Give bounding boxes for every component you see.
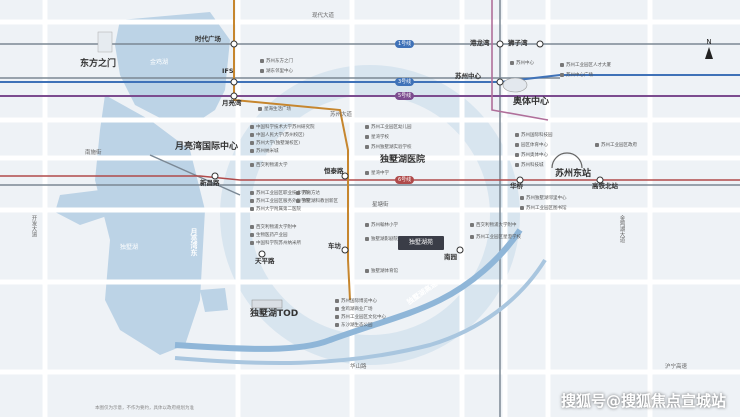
station-shizi: 狮子湾 <box>508 39 528 47</box>
poi-38: 苏州独墅湖邻里中心 <box>520 195 567 201</box>
metro-line-blue <box>0 74 740 83</box>
poi-26: 东沙湖生态公园 <box>335 322 373 328</box>
place-yuehu-center: 月亮湾国际中心 <box>175 142 239 152</box>
place-dongfang: 东方之门 <box>80 59 117 69</box>
poi-3: 苏州大学(独墅湖校区) <box>250 140 300 146</box>
poi-17: 星湾中学 <box>365 170 389 176</box>
road-jinji: 金鸡湖大道 <box>618 215 625 243</box>
river <box>174 228 523 352</box>
poi-14: 苏州工业园区幼儿园 <box>365 124 412 130</box>
poi-15: 星湾学校 <box>365 134 389 140</box>
poi-21: 西交利物浦大学附中 <box>470 222 517 228</box>
poi-9: 西交利物浦大学附中 <box>250 224 297 230</box>
watermark: 搜狐号@搜狐焦点宣城站 <box>560 392 726 410</box>
station-chezhan: 车坊 <box>328 242 341 250</box>
poi-31: 园区体育中心 <box>515 142 548 148</box>
dongfang-tower <box>97 31 113 53</box>
stadium-shape <box>502 77 528 93</box>
poi-19: 独墅湖影剧院 <box>365 236 398 242</box>
suzhoudong-shape <box>551 152 583 169</box>
poi-18: 苏州翰林小学 <box>365 222 398 228</box>
poi-36: 苏州工业园区政府 <box>595 142 637 148</box>
station-ifs: IFS <box>222 67 234 75</box>
tod-building <box>251 299 283 309</box>
poi-8: 苏州大学附属第二医院 <box>250 206 301 212</box>
line-tag-5: 5号线 <box>395 92 415 100</box>
poi-11: 中国科学院苏州纳米所 <box>250 240 301 246</box>
poi-1: 中国科学技术大学苏州研究院 <box>250 124 315 130</box>
station-shidai: 时代广场 <box>195 35 221 43</box>
road-xingtang: 星塘街 <box>372 202 389 208</box>
line-tag-6: 6号线 <box>395 176 415 184</box>
poi-30: 苏州国际科技园 <box>515 132 553 138</box>
poi-7: 苏州工业园区服务外包学院 <box>250 198 310 204</box>
station-ganglong: 港龙湾 <box>470 39 490 47</box>
north-arrow-icon <box>705 47 713 59</box>
road-huashan: 华山路 <box>350 364 367 370</box>
compass: N <box>700 38 718 64</box>
poi-37: 苏州中心 <box>510 60 534 66</box>
poi-20: 独墅湖体育馆 <box>365 268 398 274</box>
poi-39: 苏州工业园区图书馆 <box>520 205 567 211</box>
metro-line-red <box>0 175 740 181</box>
station-huaqiao: 华桥 <box>510 182 523 190</box>
poi-4: 苏州纳米城 <box>250 148 279 154</box>
station-xindong: 新昌路 <box>200 179 220 187</box>
road-suzhou: 苏州大道 <box>330 112 353 118</box>
poi-33: 苏州科技城 <box>515 162 544 168</box>
poi-24: 金鸡湖商业广场 <box>335 306 373 312</box>
station-nanyuan: 南园 <box>444 253 457 261</box>
road-yuehu: 月亮湾东 <box>190 228 198 256</box>
poi-2: 中国人民大学(苏州校区) <box>250 132 305 138</box>
poi-32: 苏州奥体中心 <box>515 152 548 158</box>
poi-28: 湖东邻里中心 <box>260 68 293 74</box>
place-dushu-lake: 独墅湖 <box>120 244 139 251</box>
footnote: 本图仅为示意，不作为要约，具体以政府规划为准 <box>95 406 194 411</box>
metro-line-pink <box>491 0 549 121</box>
poi-35: 苏州中心广场 <box>560 72 593 78</box>
poi-5: 西交利物浦大学 <box>250 162 288 168</box>
poi-25: 苏州工业园区文化中心 <box>335 314 386 320</box>
place-jinji-lake: 金鸡湖 <box>150 59 169 66</box>
poi-16: 苏州独墅湖实验学校 <box>365 144 412 150</box>
place-dushu-hospital: 独墅湖医院 <box>380 155 426 165</box>
project-badge: 独墅湖苑 <box>398 236 444 250</box>
station-huanghe: 恒泰路 <box>324 167 344 175</box>
station-tiantai: 天平路 <box>255 257 275 265</box>
poi-10: 生物医药产业园 <box>250 232 288 238</box>
place-suzhoudong: 苏州东站 <box>555 169 592 179</box>
dushu-lake <box>95 95 205 355</box>
poi-34: 苏州工业园区人才大厦 <box>560 62 611 68</box>
road-huxia: 沪宁高速 <box>665 364 688 370</box>
station-suzhouz: 苏州中心 <box>455 72 481 80</box>
poi-13: 独墅湖科教创新区 <box>296 198 338 204</box>
poi-23: 苏州国际博览中心 <box>335 298 377 304</box>
road-xiandai: 现代大道 <box>312 13 335 19</box>
poi-27: 苏州东方之门 <box>260 58 293 64</box>
jinji-lake <box>115 12 230 120</box>
place-tiyu: 奥体中心 <box>513 97 550 107</box>
station-gaotie: 高铁北站 <box>592 182 618 190</box>
poi-22: 苏州工业园区星澄学校 <box>470 234 521 240</box>
road-nanshi: 南施街 <box>85 150 102 156</box>
line-tag-3: 3号线 <box>395 78 415 86</box>
line-tag-1: 1号线 <box>395 40 415 48</box>
river-2 <box>174 258 547 366</box>
poi-29: 星海生活广场 <box>258 106 291 112</box>
poi-6: 苏州工业园区职业技术学院 <box>250 190 310 196</box>
place-dushu-tod: 独墅湖TOD <box>250 309 299 319</box>
compass-label: N <box>706 38 712 46</box>
road-kaifa: 开发大道 <box>30 215 37 237</box>
small-lake-2 <box>200 288 228 312</box>
station-yuehu: 月亮湾 <box>222 99 242 107</box>
poi-12: 苏州方达 <box>296 190 320 196</box>
